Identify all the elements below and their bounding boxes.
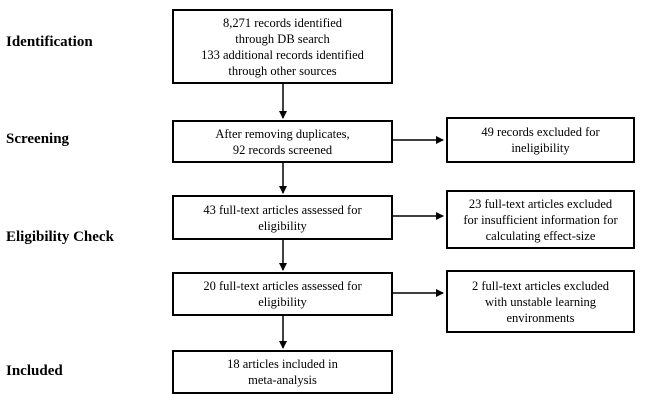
box-text-line: 8,271 records identified (222, 15, 343, 30)
box-text-line: with unstable learning (484, 294, 597, 309)
box-text-line: eligibility (258, 295, 307, 309)
box-text-line: 133 additional records identified (201, 47, 364, 62)
box-excluded-effect-size: 23 full-text articles excluded for insuf… (446, 190, 635, 249)
stage-eligibility-check: Eligibility Check (6, 229, 114, 245)
stage-identification: Identification (6, 34, 93, 50)
box-text-line: through DB search (235, 31, 330, 46)
stage-screening: Screening (6, 131, 70, 147)
box-articles-assessed-1: 43 full-text articles assessed for eligi… (172, 195, 393, 240)
box-text-line: 92 records screened (232, 142, 333, 157)
box-records-identified: 8,271 records identified through DB sear… (172, 9, 393, 84)
box-text-line: through other sources (228, 63, 337, 78)
box-text-line: environments (506, 310, 575, 325)
box-text-line: 23 full-text articles excluded (468, 196, 613, 211)
box-records-screened: After removing duplicates, 92 records sc… (172, 120, 393, 163)
box-articles-included: 18 articles included in meta-analysis (172, 350, 393, 394)
box-text-line: meta-analysis (248, 373, 317, 387)
box-articles-assessed-2: 20 full-text articles assessed for eligi… (172, 272, 393, 316)
box-text-line: 18 articles included in (227, 357, 338, 371)
box-text-line: 2 full-text articles excluded (471, 278, 610, 293)
box-text-line: eligibility (258, 218, 307, 233)
box-text-line: After removing duplicates, (215, 126, 350, 141)
box-text-line: 49 records excluded for (481, 125, 600, 139)
box-text-line: for insufficient information for (463, 212, 618, 227)
box-excluded-unstable-environments: 2 full-text articles excluded with unsta… (446, 270, 635, 333)
box-text-line: 20 full-text articles assessed for (203, 279, 362, 293)
stage-included: Included (6, 363, 63, 379)
box-excluded-ineligibility: 49 records excluded for ineligibility (446, 117, 635, 163)
box-text-line: ineligibility (511, 141, 570, 155)
box-text-line: 43 full-text articles assessed for (203, 202, 362, 217)
box-text-line: calculating effect-size (485, 228, 596, 243)
